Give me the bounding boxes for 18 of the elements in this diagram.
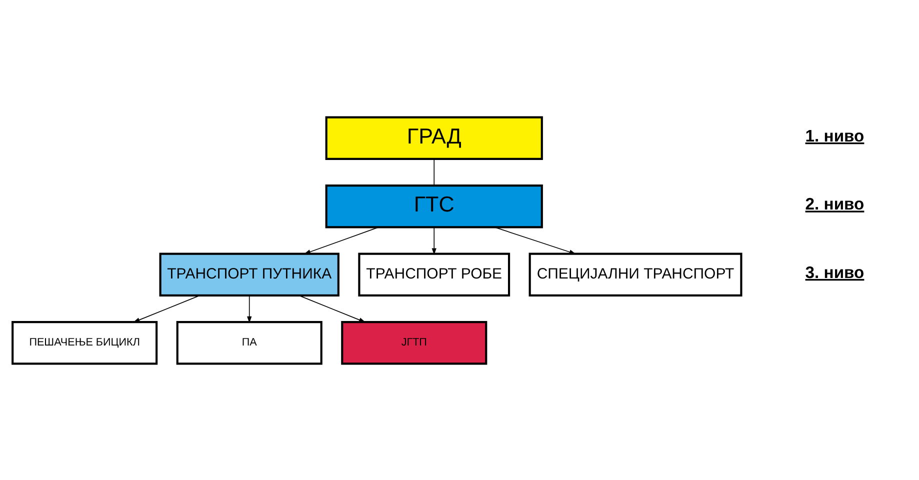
- label: 1. ниво: [805, 126, 864, 145]
- node-box: ТРАНСПОРТ ПУТНИКА: [159, 252, 340, 296]
- label: 2. ниво: [805, 194, 864, 214]
- label: 3. ниво: [805, 262, 864, 282]
- node-box: ЈГТП: [341, 320, 488, 364]
- node-box: ПЕШАЧЕЊЕ БИЦИКЛ: [12, 320, 158, 364]
- arrow: [494, 226, 576, 254]
- connector: [434, 158, 435, 186]
- arrow: [247, 294, 252, 323]
- arrow: [304, 226, 380, 254]
- node-box: ТРАНСПОРТ РОБЕ: [358, 252, 510, 296]
- arrow: [133, 294, 200, 322]
- node-box: СПЕЦИЈАЛНИ ТРАНСПОРТ: [528, 252, 742, 296]
- arrow: [298, 294, 366, 322]
- node-box: ГРАД: [325, 116, 543, 160]
- arrow: [432, 226, 436, 254]
- node-box: ГТС: [325, 184, 543, 228]
- node-box: ПА: [176, 320, 322, 364]
